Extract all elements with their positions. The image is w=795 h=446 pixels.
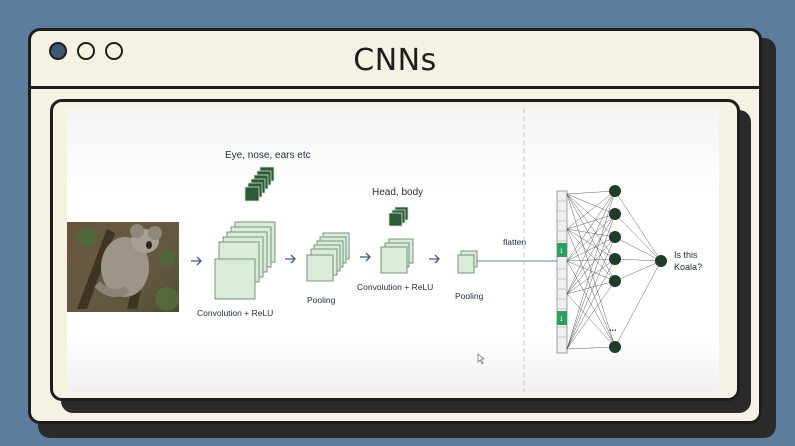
neuron	[609, 341, 621, 353]
arrow-1	[191, 256, 202, 266]
flow-arrows	[191, 252, 440, 266]
feature-patches-1	[244, 166, 275, 202]
label-flatten: flatten	[503, 237, 526, 247]
pool-block-2	[457, 250, 478, 274]
label-conv-1: Convolution + ReLU	[197, 308, 273, 318]
neuron	[609, 253, 621, 265]
label-features-2: Head, body	[372, 187, 423, 198]
feature-patches-2	[388, 206, 409, 227]
pool-block-1	[306, 232, 350, 282]
neuron	[609, 208, 621, 220]
minimize-button[interactable]	[77, 42, 95, 60]
conv-block-2	[380, 238, 414, 274]
flatten-vector: 1 1	[556, 190, 568, 354]
flat-cell-active-1	[557, 243, 567, 257]
label-conv-2: Convolution + ReLU	[357, 282, 433, 292]
koala-photo	[67, 222, 179, 312]
label-pool-1: Pooling	[307, 295, 336, 305]
window-title: CNNs	[353, 43, 437, 78]
slide-image: Eye, nose, ears etc Convolution + ReLU	[67, 109, 719, 392]
output-neuron	[655, 255, 667, 267]
content-panel: Eye, nose, ears etc Convolution + ReLU	[50, 99, 740, 401]
neuron	[609, 185, 621, 197]
close-button[interactable]	[49, 42, 67, 60]
arrow-2	[285, 254, 296, 264]
label-pool-2: Pooling	[455, 291, 484, 301]
flat-cell-label-1: 1	[560, 249, 564, 255]
neuron	[609, 231, 621, 243]
arrow-4	[429, 254, 440, 264]
hidden-neurons	[609, 185, 621, 353]
label-question-2: Koala?	[674, 262, 702, 272]
cnn-diagram: Eye, nose, ears etc Convolution + ReLU	[67, 109, 702, 392]
flat-cell-label-2: 1	[560, 317, 564, 323]
flat-cell-active-2	[557, 311, 567, 325]
cursor-icon	[477, 353, 485, 365]
network-connections	[566, 190, 662, 350]
conv-block-1	[214, 221, 276, 300]
app-window: CNNs	[28, 28, 762, 424]
arrow-3	[360, 252, 371, 262]
label-features-1: Eye, nose, ears etc	[225, 150, 311, 161]
maximize-button[interactable]	[105, 42, 123, 60]
label-question-1: Is this	[674, 250, 698, 260]
neuron-ellipsis: ...	[609, 323, 617, 333]
title-bar: CNNs	[31, 31, 759, 89]
neuron	[609, 275, 621, 287]
